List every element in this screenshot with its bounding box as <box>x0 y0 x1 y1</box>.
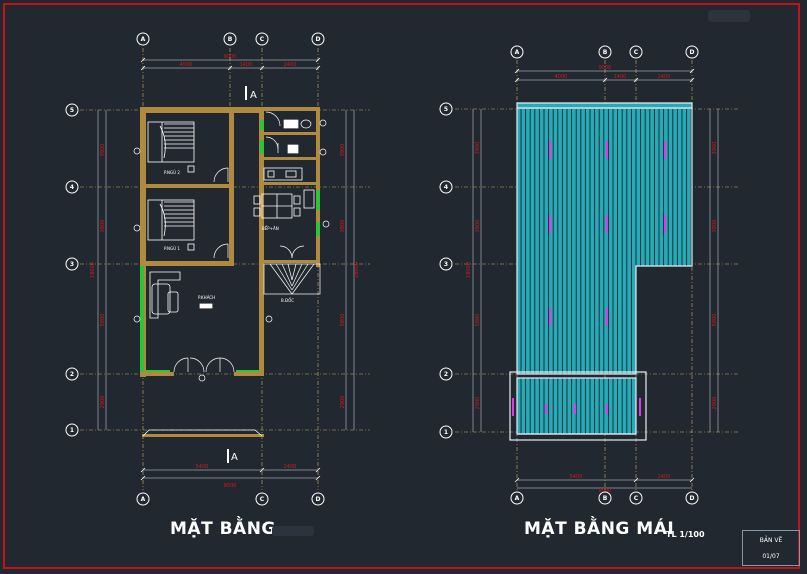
roof-left-dim-2: 3900 <box>475 220 481 233</box>
roof-plan-scale: TL 1/100 <box>666 530 705 539</box>
room-label-living: P.KHÁCH <box>198 295 215 300</box>
floor-grid-bubble-bottom-c: C <box>260 496 265 503</box>
floor-wall-accents <box>140 120 320 372</box>
room-label-stairs: B.ĐỐC <box>281 298 294 303</box>
kitchen-furniture <box>253 167 315 219</box>
roof-left-dim-1: 3900 <box>475 142 481 155</box>
floor-left-dim-1: 3900 <box>100 144 106 157</box>
roof-right-dim-4: 2900 <box>712 397 718 410</box>
roof-grid-bubble-bottom-c: C <box>634 495 639 502</box>
floor-top-dim-3: 2400 <box>284 62 297 68</box>
living-sofa <box>149 271 213 319</box>
roof-right-dim-1: 3900 <box>712 142 718 155</box>
sheet-stamp: BẢN VẼ 01/07 <box>742 530 800 566</box>
floor-right-dim-total: 18000 <box>354 262 360 278</box>
stairs <box>263 263 321 295</box>
floor-right-dim-4: 2900 <box>340 396 346 409</box>
drawing-frame <box>3 3 800 569</box>
floor-plan: 9000 4000 1400 2400 5400 2400 9000 18000… <box>65 32 370 506</box>
floor-grid-bubble-top-a: A <box>141 36 146 43</box>
bed-room-2 <box>147 121 195 173</box>
floor-grid-bubble-bottom-d: D <box>316 496 321 503</box>
floor-grid-bubble-bottom-a: A <box>141 496 146 503</box>
floor-grid-bubble-4: 4 <box>70 184 74 191</box>
roof-ribs-lower <box>520 378 632 434</box>
floor-grid-bubble-top-d: D <box>316 36 321 43</box>
roof-grid-bubble-4: 4 <box>444 184 448 191</box>
roof-left-dim-3: 5800 <box>475 314 481 327</box>
sheet-label: BẢN VẼ <box>759 537 783 544</box>
room-label-bedroom-1: P.NGỦ 1 <box>164 246 180 251</box>
floor-grid-bubble-2: 2 <box>70 371 74 378</box>
floor-top-dim-total: 9000 <box>224 54 237 60</box>
roof-right-dim-2: 3900 <box>712 220 718 233</box>
roof-grid-bubble-2: 2 <box>444 371 448 378</box>
roof-left-dim-total: 18000 <box>466 262 472 278</box>
floor-top-dim-2: 1400 <box>240 62 253 68</box>
roof-right-dim-3: 5800 <box>712 314 718 327</box>
section-mark-top: A <box>250 90 257 101</box>
roof-dimensions <box>472 70 719 489</box>
roof-grid-bubble-top-a: A <box>515 49 520 56</box>
floor-bottom-dim-total: 9000 <box>224 483 237 489</box>
roof-top-dim-2: 1400 <box>614 74 627 80</box>
floor-left-dim-3: 5800 <box>100 314 106 327</box>
roof-plan: 9000 4000 1400 2400 5400 2400 9000 18000… <box>439 45 740 505</box>
section-mark-bottom: A <box>231 452 238 463</box>
floor-grid-bubble-top-c: C <box>260 36 265 43</box>
roof-grid-bubble-bottom-b: B <box>603 495 608 502</box>
floor-right-dim-2: 3900 <box>340 220 346 233</box>
floor-walls <box>140 107 320 437</box>
roof-grid-bubble-5: 5 <box>444 106 448 113</box>
floor-plan-scale-redacted <box>272 526 314 536</box>
floor-grid-bubble-5: 5 <box>70 107 74 114</box>
floor-grid-lines <box>80 48 370 490</box>
room-label-bedroom-2: P.NGỦ 2 <box>164 170 180 175</box>
floor-plan-title: MẶT BẰNG <box>170 519 276 539</box>
roof-grid-bubble-1: 1 <box>444 429 448 436</box>
roof-bottom-dim-total: 9000 <box>599 488 612 494</box>
bathroom-fixtures <box>277 119 312 154</box>
floor-grid-bubble-1: 1 <box>70 427 74 434</box>
roof-grid-bubble-top-b: B <box>603 49 608 56</box>
roof-grid-bubble-bottom-d: D <box>690 495 695 502</box>
roof-plan-title: MẶT BẰNG MÁI <box>524 519 675 539</box>
room-label-kitchen: BẾP+ĂN <box>262 225 279 231</box>
roof-top-dim-1: 4000 <box>555 74 568 80</box>
doors <box>173 111 305 373</box>
floor-top-dim-1: 4000 <box>180 62 193 68</box>
roof-top-dim-total: 9000 <box>599 65 612 71</box>
sheet-number: 01/07 <box>762 553 780 560</box>
roof-grid-bubble-top-c: C <box>634 49 639 56</box>
roof-outline-main <box>516 102 693 375</box>
floor-left-dim-4: 2900 <box>100 396 106 409</box>
floor-right-dim-3: 5800 <box>340 314 346 327</box>
roof-grid-bubble-3: 3 <box>444 261 448 268</box>
floor-bottom-dim-1: 5400 <box>196 464 209 470</box>
floor-left-dim-total: 18000 <box>90 262 96 278</box>
floor-left-dim-2: 3900 <box>100 220 106 233</box>
roof-left-dim-4: 2900 <box>475 397 481 410</box>
roof-bottom-dim-1: 5400 <box>570 474 583 480</box>
bed-room-1 <box>147 199 195 251</box>
roof-top-dim-3: 2400 <box>658 74 671 80</box>
roof-outline-porch <box>509 371 647 441</box>
floor-right-dim-1: 3900 <box>340 144 346 157</box>
roof-grid-bubble-top-d: D <box>690 49 695 56</box>
floor-grid-bubble-3: 3 <box>70 261 74 268</box>
floor-grid-bubble-top-b: B <box>228 36 233 43</box>
roof-ribs-upper <box>520 109 692 374</box>
floor-dimensions <box>97 59 355 479</box>
roof-bottom-dim-2: 2400 <box>658 474 671 480</box>
top-right-redacted <box>708 10 750 22</box>
roof-grid-bubble-bottom-a: A <box>515 495 520 502</box>
floor-bottom-dim-2: 2400 <box>284 464 297 470</box>
